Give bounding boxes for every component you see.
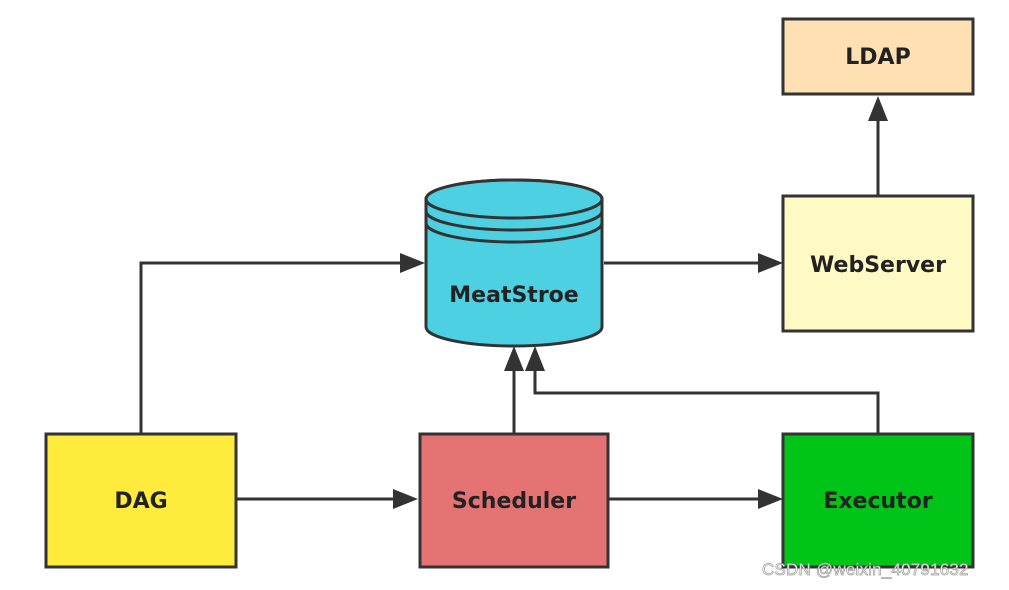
node-executor: Executor (781, 432, 975, 569)
edges (139, 96, 888, 509)
node-webserver: WebServer (781, 194, 975, 333)
arrowhead-scheduler-to-metastore (504, 346, 524, 371)
node-ldap-box (781, 17, 975, 96)
edge-dag-to-metastore (139, 261, 402, 433)
arrowhead-scheduler-to-executor (758, 489, 783, 509)
csdn-watermark: CSDN @weixin_40791632 (762, 560, 969, 580)
node-webserver-box (781, 194, 975, 333)
node-dag-label: DAG (114, 489, 167, 514)
node-metastore-top (424, 178, 604, 220)
arrowhead-webserver-to-ldap (868, 96, 888, 121)
node-ldap-label: LDAP (845, 45, 910, 70)
node-dag: DAG (44, 432, 238, 569)
node-scheduler: Scheduler (418, 432, 610, 569)
node-metastore: MeatStroe (424, 178, 604, 348)
node-executor-box (781, 432, 975, 569)
arrowhead-dag-to-metastore (400, 253, 425, 273)
arrowhead-metastore-to-webserver (758, 253, 783, 273)
node-metastore-ring-1 (424, 210, 604, 232)
node-metastore-ring-2 (424, 222, 604, 244)
edge-executor-to-metastore (533, 369, 880, 433)
node-scheduler-label: Scheduler (452, 489, 576, 514)
node-executor-label: Executor (823, 489, 932, 514)
node-scheduler-box (418, 432, 610, 569)
arrowhead-executor-to-metastore (525, 346, 545, 371)
node-webserver-label: WebServer (810, 253, 946, 278)
arrowhead-dag-to-scheduler (393, 489, 418, 509)
node-ldap: LDAP (781, 17, 975, 96)
node-metastore-label: MeatStroe (449, 283, 578, 308)
node-dag-box (44, 432, 238, 569)
